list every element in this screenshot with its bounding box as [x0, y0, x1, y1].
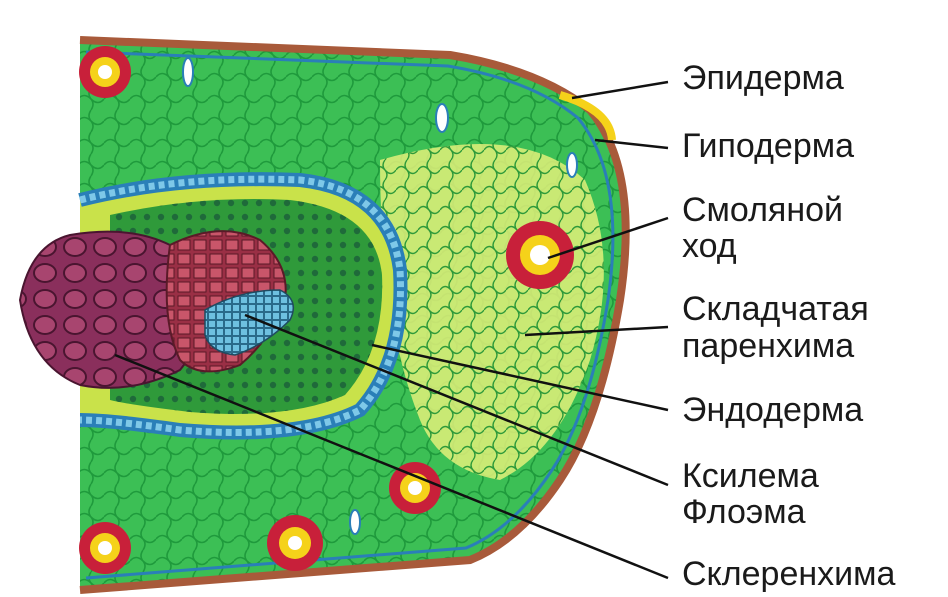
label-plicate-parenchyma-line2: паренхима [682, 328, 854, 364]
resin-duct-bottom-center [267, 515, 323, 571]
label-phloem: Флоэма [682, 494, 805, 530]
label-resin-duct-line2: ход [682, 228, 737, 264]
label-epidermis: Эпидерма [682, 60, 844, 96]
label-hypodermis: Гиподерма [682, 128, 854, 164]
label-resin-duct-line1: Смоляной [682, 192, 843, 228]
label-sclerenchyma: Склеренхима [682, 556, 895, 592]
pointer-epidermis [572, 82, 668, 98]
resin-duct-right [506, 221, 574, 289]
label-plicate-parenchyma-line1: Складчатая [682, 291, 869, 327]
label-xylem: Ксилема [682, 458, 819, 494]
resin-duct-bottom-left [79, 522, 131, 574]
resin-duct-top-left [79, 46, 131, 98]
label-endodermis: Эндодерма [682, 392, 863, 428]
